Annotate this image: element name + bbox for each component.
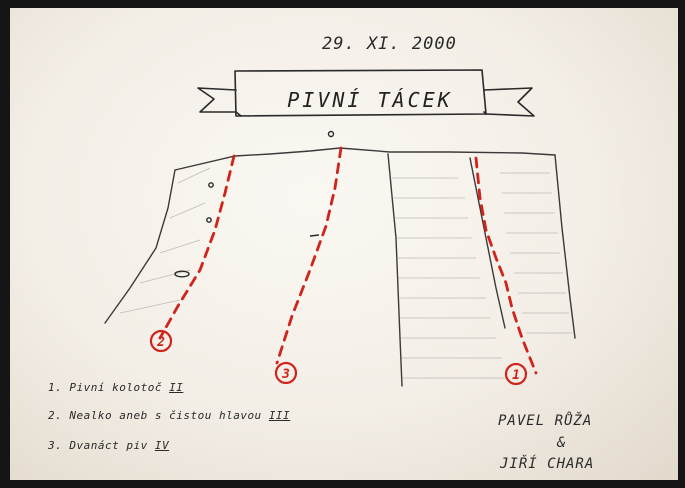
legend-route-2-number: 2 bbox=[48, 409, 55, 422]
rock-left-edge bbox=[105, 170, 175, 323]
bolt-mark-2 bbox=[207, 218, 211, 222]
legend-route-3-name: Dvanáct piv bbox=[69, 439, 147, 452]
legend-route-1-name: Pivní kolotoč bbox=[69, 381, 162, 394]
ledge-mark bbox=[310, 235, 319, 236]
legend-route-2: 2. Nealko aneb s čistou hlavou III bbox=[48, 409, 290, 422]
banner-right-tail bbox=[484, 88, 534, 116]
legend-route-3: 3. Dvanáct piv IV bbox=[48, 439, 169, 452]
legend-route-1-number: 1 bbox=[48, 381, 55, 394]
legend-route-3-grade: IV bbox=[155, 439, 169, 452]
rock-right-edge bbox=[555, 155, 575, 338]
anchor-mark bbox=[329, 132, 334, 137]
bolt-mark-1 bbox=[209, 183, 213, 187]
author-ampersand: & bbox=[557, 435, 565, 451]
route-3-line bbox=[277, 148, 341, 363]
author-second: JIŘÍ CHARA bbox=[500, 456, 594, 472]
legend-route-2-name: Nealko aneb s čistou hlavou bbox=[69, 409, 261, 422]
legend-route-2-grade: III bbox=[269, 409, 290, 422]
route1-crack-line bbox=[470, 158, 505, 328]
route-2-number: 2 bbox=[156, 335, 165, 350]
sketch-paper: 2 3 1 29. XI. 2000 PIVNÍ TÁCEK 1. Pivní … bbox=[10, 8, 678, 480]
rock-dihedral bbox=[388, 154, 402, 386]
banner-left-tail bbox=[198, 88, 236, 112]
route-1-line bbox=[476, 158, 536, 373]
legend-route-3-number: 3 bbox=[48, 439, 55, 452]
rock-face bbox=[105, 148, 575, 386]
route-markers bbox=[151, 331, 526, 384]
route-3-number: 3 bbox=[281, 367, 290, 382]
rock-features bbox=[175, 132, 334, 277]
rock-shading bbox=[120, 168, 572, 378]
legend-route-1: 1. Pivní kolotoč II bbox=[48, 381, 183, 394]
route-topo-title: PIVNÍ TÁCEK bbox=[255, 88, 485, 112]
route-2-line bbox=[160, 156, 234, 338]
legend-route-1-grade: II bbox=[169, 381, 183, 394]
sketch-date: 29. XI. 2000 bbox=[322, 34, 457, 54]
route-1-number: 1 bbox=[512, 368, 520, 383]
author-first: PAVEL RŮŽA bbox=[498, 413, 592, 429]
